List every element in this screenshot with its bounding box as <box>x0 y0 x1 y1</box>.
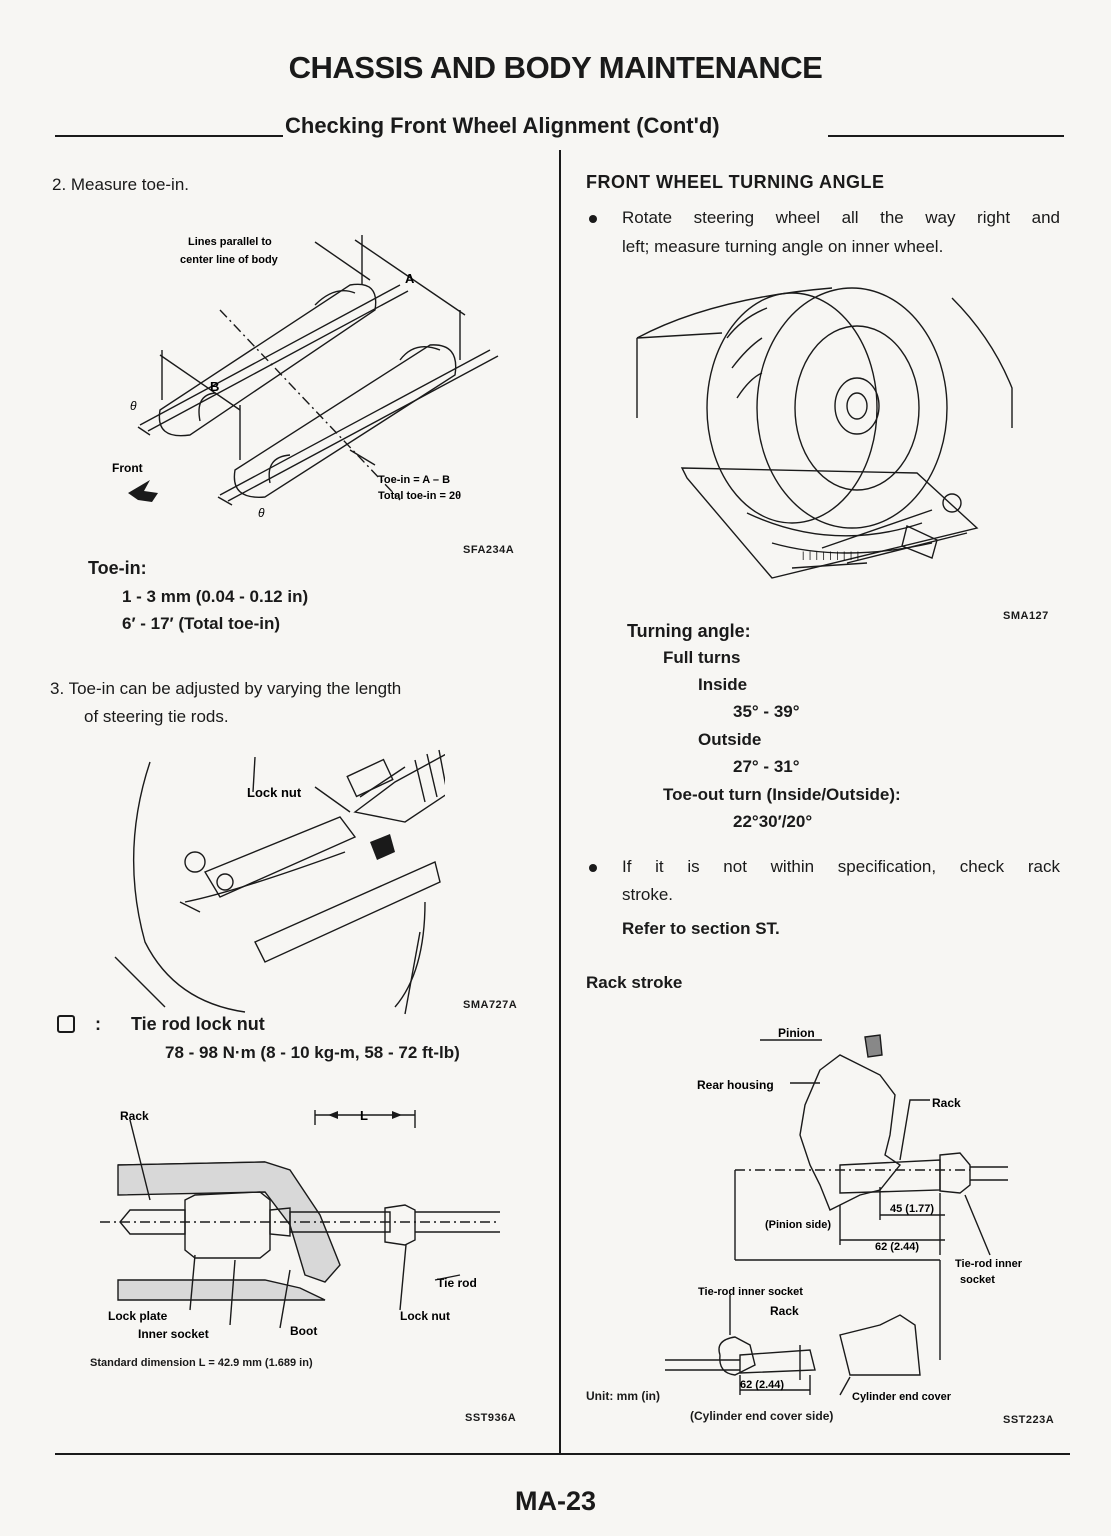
svg-text:θ: θ <box>258 506 265 520</box>
torque-colon: : <box>95 1014 101 1034</box>
unit-note: Unit: mm (in) <box>586 1389 660 1403</box>
subtitle-rule-right <box>828 135 1064 137</box>
svg-text:| | | | | | | | |: | | | | | | | | | <box>802 550 860 560</box>
spec-outside-value: 27° - 31° <box>733 757 800 776</box>
svg-text:θ: θ <box>130 399 137 413</box>
footer-rule <box>55 1453 1070 1455</box>
spec-toe-out-label: Toe-out turn (Inside/Outside): <box>663 785 901 804</box>
svg-text:Rack: Rack <box>120 1109 149 1123</box>
svg-text:Pinion: Pinion <box>778 1026 815 1040</box>
svg-text:Tie-rod inner: Tie-rod inner <box>955 1258 1023 1270</box>
bullet-2-line-1: If it is not within specification, check… <box>622 857 1060 876</box>
svg-text:Tie-rod inner socket: Tie-rod inner socket <box>698 1286 803 1298</box>
step-2-text: 2. Measure toe-in. <box>52 175 190 194</box>
spec-outside-label: Outside <box>698 730 762 749</box>
svg-text:Rack: Rack <box>770 1304 799 1318</box>
figure-code-sma727a: SMA727A <box>463 999 518 1011</box>
spec-heading: Turning angle: <box>627 621 751 641</box>
figure-code-sfa234a: SFA234A <box>463 544 515 556</box>
bullet-2 <box>589 864 597 872</box>
torque-item: Tie rod lock nut <box>131 1014 265 1034</box>
svg-text:Rack: Rack <box>932 1096 961 1110</box>
column-divider <box>559 150 561 1455</box>
svg-text:B: B <box>210 379 219 394</box>
spec-full-turns: Full turns <box>663 648 741 667</box>
torque-wrench-icon <box>57 1015 75 1033</box>
svg-text:Lock plate: Lock plate <box>108 1309 168 1323</box>
bullet-1-line-2: left; measure turning angle on inner whe… <box>622 237 944 256</box>
svg-text:Lock nut: Lock nut <box>400 1309 450 1323</box>
torque-value: 78 - 98 N·m (8 - 10 kg-m, 58 - 72 ft-lb) <box>165 1043 460 1062</box>
front-arrow-icon <box>128 480 158 502</box>
turning-radius-gauge-diagram: | | | | | | | | | <box>636 287 1013 579</box>
rack-stroke-heading: Rack stroke <box>586 973 683 992</box>
figure-code-sma127: SMA127 <box>1003 610 1049 622</box>
svg-text:62 (2.44): 62 (2.44) <box>740 1379 784 1391</box>
subtitle-rule-left <box>55 135 283 137</box>
svg-text:center line of body: center line of body <box>180 254 279 266</box>
figure-code-sst223a: SST223A <box>1003 1414 1055 1426</box>
page-number: MA-23 <box>514 1486 596 1516</box>
svg-text:62 (2.44): 62 (2.44) <box>875 1241 919 1253</box>
svg-text:Total toe-in = 2θ: Total toe-in = 2θ <box>378 490 461 502</box>
svg-text:Front: Front <box>112 461 143 475</box>
toe-in-diagram: Lines parallel to center line of body A … <box>112 235 499 520</box>
page-title: CHASSIS AND BODY MAINTENANCE <box>288 50 823 85</box>
svg-text:Inner socket: Inner socket <box>138 1327 209 1341</box>
svg-text:Rear housing: Rear housing <box>697 1078 774 1092</box>
spec-inside-value: 35° - 39° <box>733 702 800 721</box>
spec-inside-label: Inside <box>698 675 748 694</box>
svg-text:Cylinder end cover: Cylinder end cover <box>852 1391 952 1403</box>
step-3-line-1: 3. Toe-in can be adjusted by varying the… <box>50 679 402 698</box>
svg-text:(Pinion side): (Pinion side) <box>765 1219 831 1231</box>
rack-stroke-diagram: Pinion Rear housing Rack 45 (1.77) (Pini… <box>665 1026 1023 1403</box>
svg-text:Boot: Boot <box>290 1324 317 1338</box>
figure-code-sst936a: SST936A <box>465 1412 517 1424</box>
turning-angle-heading: FRONT WHEEL TURNING ANGLE <box>586 172 885 192</box>
refer-section-st: Refer to section ST. <box>622 919 780 938</box>
cylinder-side-label: (Cylinder end cover side) <box>690 1409 834 1423</box>
svg-text:45 (1.77): 45 (1.77) <box>890 1203 934 1215</box>
bullet-1-line-1: Rotate steering wheel all the way right … <box>622 208 1060 227</box>
toe-in-total-value: 6′ - 17′ (Total toe-in) <box>122 614 281 633</box>
rack-tie-rod-section-diagram: Rack L Tie rod Lock plate Inner socket B… <box>100 1108 500 1341</box>
svg-text:Lines parallel to: Lines parallel to <box>188 236 272 248</box>
standard-dimension-note: Standard dimension L = 42.9 mm (1.689 in… <box>90 1357 313 1369</box>
toe-in-heading: Toe-in: <box>88 558 147 578</box>
toe-in-mm-value: 1 - 3 mm (0.04 - 0.12 in) <box>122 587 309 606</box>
svg-text:Lock nut: Lock nut <box>247 785 302 800</box>
spec-toe-out-value: 22°30′/20° <box>733 812 813 831</box>
svg-text:Tie rod: Tie rod <box>437 1276 477 1290</box>
bullet-1 <box>589 215 597 223</box>
svg-text:L: L <box>360 1108 368 1123</box>
svg-text:A: A <box>405 271 415 286</box>
svg-text:Toe-in = A – B: Toe-in = A – B <box>378 474 450 486</box>
tie-rod-lock-nut-diagram: Lock nut <box>114 749 445 1015</box>
svg-text:socket: socket <box>960 1274 995 1286</box>
bullet-2-line-2: stroke. <box>622 885 674 904</box>
section-subtitle: Checking Front Wheel Alignment (Cont'd) <box>285 113 720 138</box>
step-3-line-2: of steering tie rods. <box>84 707 229 726</box>
